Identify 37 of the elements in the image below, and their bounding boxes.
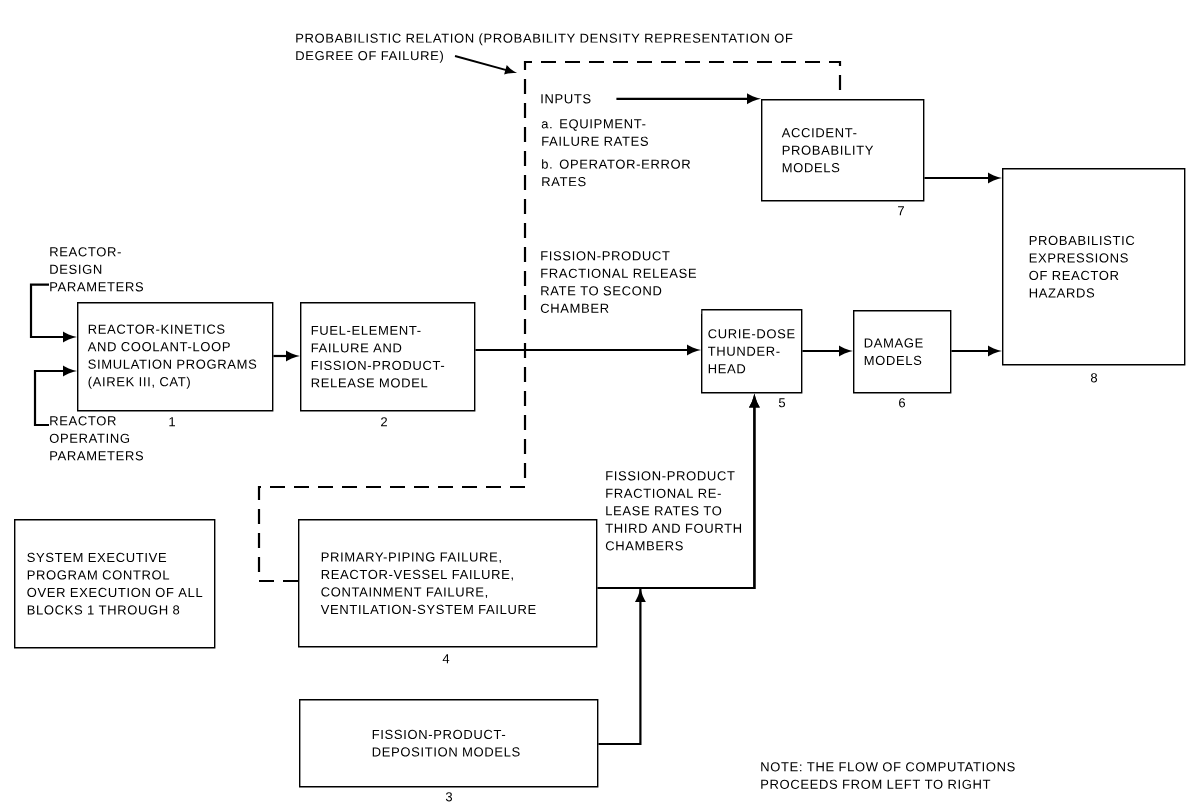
input-item: b. OPERATOR-ERROR RATES [542,159,691,187]
text-label: REACTOR OPERATING PARAMETERS [49,416,144,461]
edge-label: FISSION-PRODUCT FRACTIONAL RELEASE RATE TO SECOND CHAMBER [539,250,702,314]
edge-label: FISSION-PRODUCT FRACTIONAL RE-LEASE RATES TO THIRD AND FOURTH CHAMBERS [604,470,747,552]
process-box: FISSION-PRODUCT-DEPOSITION MODELS [299,699,599,788]
process-box: REACTOR-KINETICS AND COOLANT-LOOP SIMULATION PROGRAMS (AIREK III, CAT) [77,302,274,412]
text-label: INPUTS [541,94,591,104]
arrow [273,351,297,361]
block-number: 8 [1090,373,1098,383]
block-number: 7 [898,206,904,216]
block-number: 2 [381,417,387,427]
text-label: PROBABILISTIC RELATION (PROBABILITY DENSITY REPRESENTATION OF DEGREE OF FAILURE) [296,33,793,63]
note-text: NOTE: THE FLOW OF COMPUTATIONS PROCEEDS FROM LEFT TO RIGHT [761,762,1015,789]
arrow [802,346,850,356]
arrow [475,345,698,355]
block-number: 6 [899,398,906,408]
block-number: 1 [169,417,175,427]
arrow [598,396,760,746]
process-box: PRIMARY-PIPING FAILURE, REACTOR-VESSEL FAILURE, CONTAINMENT FAILURE, VENTILATION-SYSTEM FAILURE [298,519,598,648]
text-label: REACTOR-DESIGN PARAMETERS [50,247,144,292]
arrow [29,283,74,342]
process-box: PROBABILISTIC EXPRESSIONS OF REACTOR HAZARDS [1002,168,1186,366]
block-number: 4 [442,654,450,664]
arrow [924,173,999,183]
process-box: ACCIDENT-PROBABILITY MODELS [761,99,925,202]
block-number: 5 [778,398,786,408]
arrow [616,94,758,104]
dashed-line [257,60,842,583]
process-box: FUEL-ELEMENT-FAILURE AND FISSION-PRODUCT-RELEASE MODEL [300,302,476,412]
block-number: 3 [445,792,453,802]
arrow [951,346,999,356]
arrow [33,366,74,427]
process-box: SYSTEM EXECUTIVE PROGRAM CONTROL OVER EXECUTION OF ALL BLOCKS 1 THROUGH 8 [14,519,216,649]
process-box: CURIE-DOSE THUNDER-HEAD [701,309,803,394]
input-item: a. EQUIPMENT-FAILURE RATES [541,119,648,146]
process-box: DAMAGE MODELS [853,310,952,394]
leader-line [454,55,515,75]
